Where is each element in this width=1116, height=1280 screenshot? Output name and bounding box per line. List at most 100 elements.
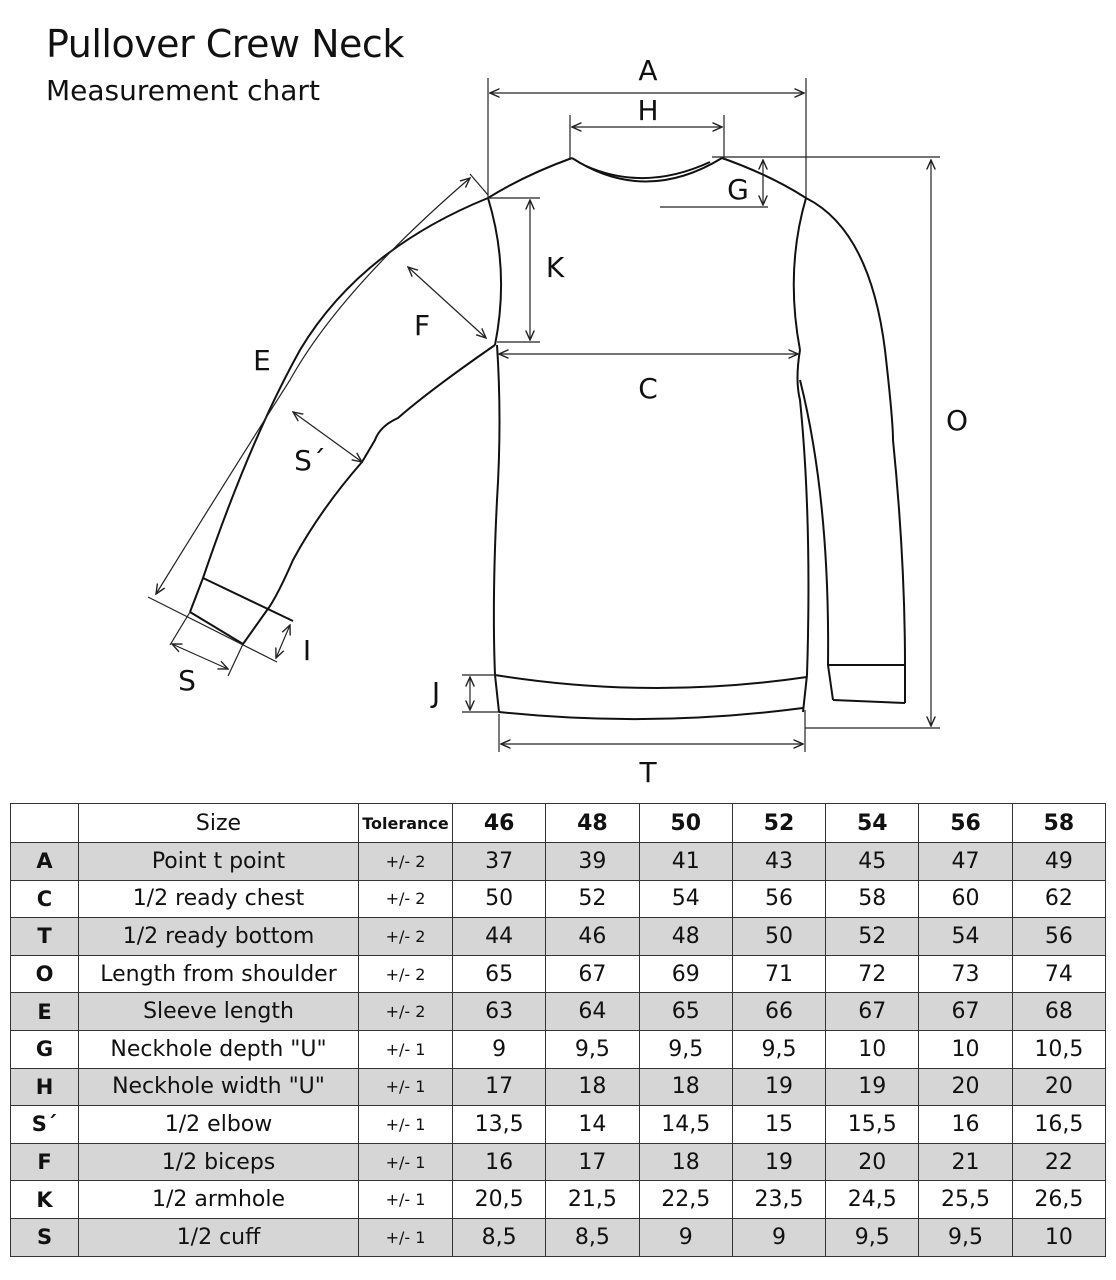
row-name: Point t point [78,842,359,881]
row-value: 10 [825,1029,920,1069]
row-value: 21 [918,1142,1013,1182]
label-O: O [946,404,968,437]
row-value: 20 [825,1142,920,1182]
row-value: 74 [1011,954,1107,994]
row-value: 24,5 [825,1180,920,1219]
row-value: 39 [545,842,640,881]
row-value: 9 [638,1217,733,1257]
row-value: 15,5 [825,1105,920,1144]
row-value: 16 [918,1105,1013,1144]
row-value: 9 [451,1029,547,1069]
row-code: T [10,917,79,956]
row-name: Neckhole depth "U" [78,1029,359,1069]
row-name: 1/2 cuff [78,1217,359,1257]
row-value: 50 [731,917,827,956]
row-value: 23,5 [731,1180,827,1219]
label-J: J [430,676,440,709]
row-tolerance: +/- 1 [358,1067,453,1107]
row-value: 41 [638,842,733,881]
row-value: 60 [918,879,1013,919]
row-value: 67 [918,992,1013,1031]
header-size-col: 48 [545,803,640,843]
pullover-diagram: A H G K F E C O S´ I S J T [147,54,968,789]
row-code: H [10,1067,79,1107]
header-size-col: 46 [451,803,547,843]
row-code: O [10,954,79,994]
label-S-elbow: S´ [294,444,326,477]
row-tolerance: +/- 1 [358,1180,453,1219]
row-value: 9,5 [918,1217,1013,1257]
row-value: 58 [825,879,920,919]
row-value: 71 [731,954,827,994]
row-value: 20 [918,1067,1013,1107]
row-value: 45 [825,842,920,881]
row-value: 10 [918,1029,1013,1069]
row-value: 67 [825,992,920,1031]
header-size-col: 50 [638,803,733,843]
row-value: 65 [638,992,733,1031]
header-tolerance: Tolerance [358,803,453,843]
row-value: 21,5 [545,1180,640,1219]
label-F: F [414,309,430,342]
row-name: Neckhole width "U" [78,1067,359,1107]
row-tolerance: +/- 2 [358,879,453,919]
row-value: 73 [918,954,1013,994]
row-code: A [10,842,79,881]
row-value: 18 [638,1067,733,1107]
chart-title: Pullover Crew Neck [46,22,404,66]
measurement-labels: A H G K F E C O S´ I S J T [178,54,968,789]
row-value: 72 [825,954,920,994]
label-H: H [637,94,658,127]
row-tolerance: +/- 2 [358,992,453,1031]
row-tolerance: +/- 1 [358,1029,453,1069]
row-value: 47 [918,842,1013,881]
row-value: 17 [451,1067,547,1107]
header-blank [10,803,79,843]
label-G: G [727,173,749,206]
row-code: S [10,1217,79,1257]
row-value: 56 [1011,917,1107,956]
row-value: 9,5 [731,1029,827,1069]
row-tolerance: +/- 2 [358,954,453,994]
row-value: 9 [731,1217,827,1257]
row-value: 20 [1011,1067,1107,1107]
header-size-col: 54 [825,803,920,843]
row-tolerance: +/- 1 [358,1105,453,1144]
label-I: I [303,634,311,667]
row-value: 8,5 [545,1217,640,1257]
row-value: 19 [731,1067,827,1107]
row-name: 1/2 biceps [78,1142,359,1182]
row-value: 62 [1011,879,1107,919]
label-T: T [638,756,657,789]
row-value: 43 [731,842,827,881]
row-value: 46 [545,917,640,956]
row-value: 16,5 [1011,1105,1107,1144]
row-value: 54 [638,879,733,919]
row-value: 49 [1011,842,1107,881]
label-C: C [638,372,658,405]
row-value: 65 [451,954,547,994]
row-value: 44 [451,917,547,956]
row-tolerance: +/- 2 [358,842,453,881]
row-name: 1/2 elbow [78,1105,359,1144]
row-value: 52 [545,879,640,919]
row-value: 48 [638,917,733,956]
row-code: F [10,1142,79,1182]
row-name: 1/2 armhole [78,1180,359,1219]
row-value: 54 [918,917,1013,956]
row-value: 25,5 [918,1180,1013,1219]
row-tolerance: +/- 1 [358,1217,453,1257]
table-header-row: Size Tolerance 46 48 50 52 54 56 58 [10,803,1107,843]
header-size: Size [78,803,359,843]
row-value: 19 [825,1067,920,1107]
row-name: Length from shoulder [78,954,359,994]
row-value: 52 [825,917,920,956]
